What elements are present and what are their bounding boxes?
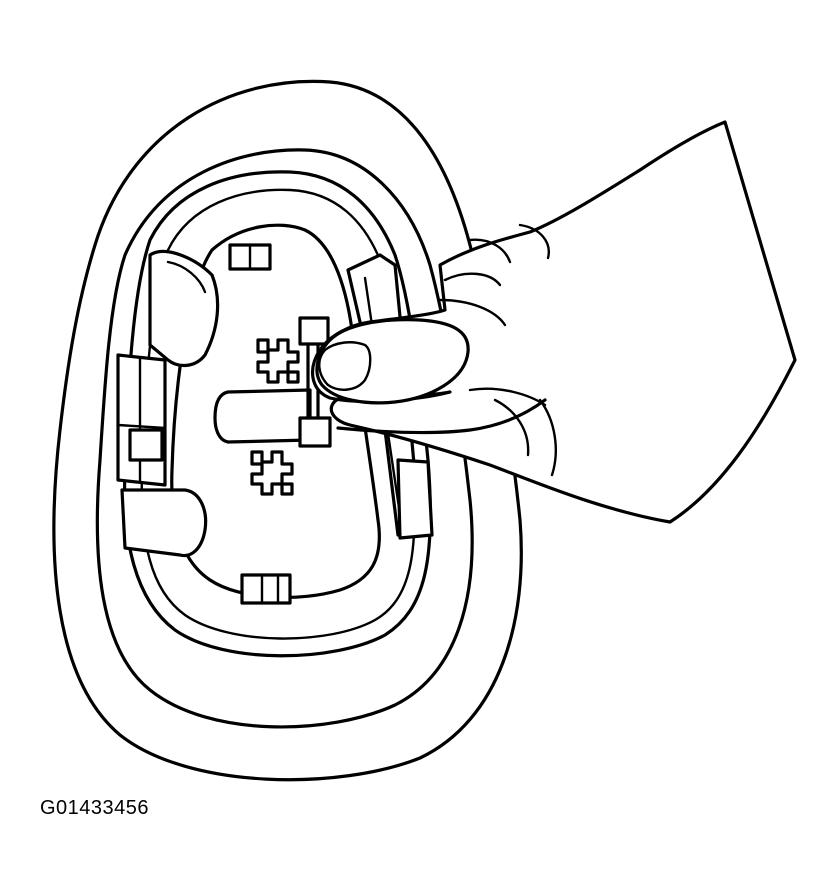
- mirror-housing-outer: [52, 79, 523, 782]
- electrical-connector: [213, 316, 332, 448]
- upper-cross-clip: [256, 338, 300, 384]
- lower-tab: [240, 573, 292, 605]
- hand: [311, 120, 797, 524]
- motor-plate: [170, 223, 381, 600]
- thumbnail: [318, 341, 372, 391]
- figure-id-label: G01433456: [40, 797, 150, 819]
- upper-left-clip: [148, 249, 220, 367]
- upper-tab: [228, 243, 272, 271]
- left-hinge: [116, 353, 167, 487]
- lower-cross-clip: [250, 450, 294, 496]
- thumb: [315, 318, 470, 405]
- lower-left-clip: [120, 488, 208, 558]
- mirror-housing-rim: [95, 148, 474, 729]
